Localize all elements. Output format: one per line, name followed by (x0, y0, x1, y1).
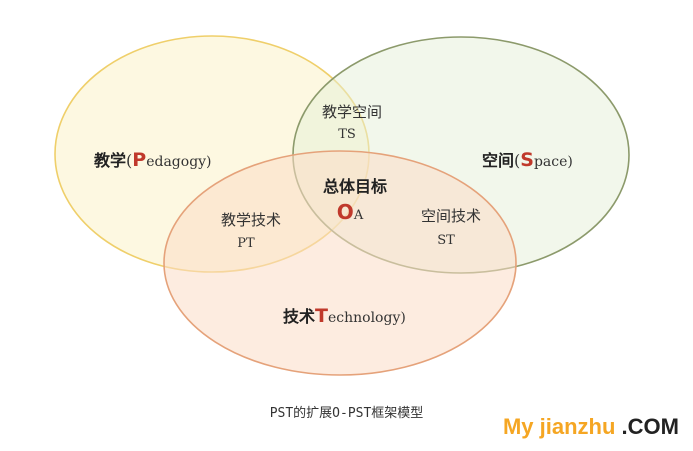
watermark-domain: .COM (615, 414, 679, 439)
ts-label-zh: 教学空间 (322, 103, 382, 121)
st-label-abbr: ST (437, 233, 455, 248)
site-watermark: My jianzhu .COM (503, 414, 679, 440)
pt-label-zh: 教学技术 (221, 211, 281, 229)
st-label-zh: 空间技术 (421, 207, 481, 225)
figure-caption: PST的扩展O-PST框架模型 (269, 406, 424, 421)
pedagogy-label: 教学(Pedagogy) (94, 149, 212, 171)
center-label-oa: OA (337, 200, 364, 224)
ts-label-abbr: TS (338, 127, 356, 142)
technology-label: 技术Technology) (283, 305, 406, 327)
watermark-brand: My jianzhu (502, 414, 616, 439)
center-label-zh: 总体目标 (323, 177, 387, 196)
technology-circle (163, 150, 517, 376)
venn-diagram: 教学(Pedagogy) 空间(Space) 技术Technology) 教学空… (54, 35, 630, 376)
pt-label-abbr: PT (237, 236, 255, 251)
space-label: 空间(Space) (482, 149, 573, 171)
